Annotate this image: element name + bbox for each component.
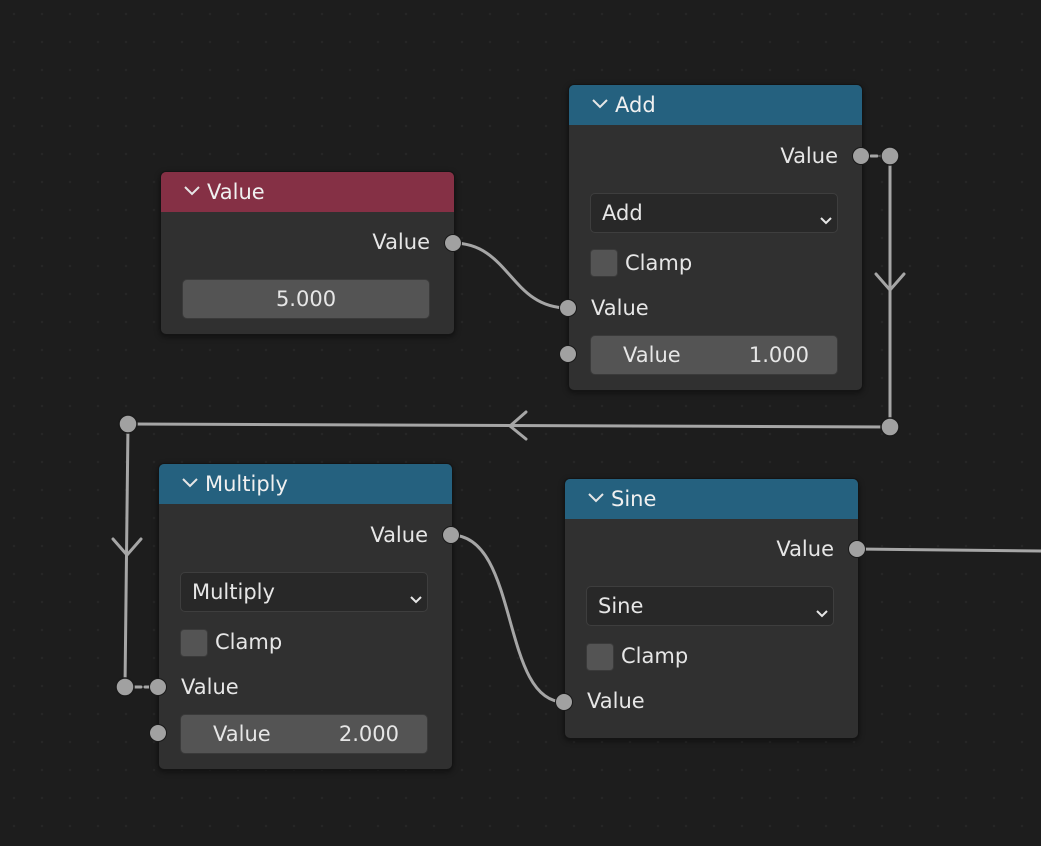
add-input2-socket[interactable]	[559, 345, 577, 363]
multiply-input2-socket[interactable]	[149, 724, 167, 742]
sine-input1-socket[interactable]	[555, 693, 573, 711]
value-output-socket[interactable]	[444, 234, 462, 252]
reroute-dot-icon	[880, 146, 900, 166]
output-label: Value	[370, 523, 428, 547]
node-title: Value	[207, 180, 265, 204]
value-input-field[interactable]: Value 2.000	[180, 714, 428, 754]
value-field[interactable]: 5.000	[182, 279, 430, 319]
operation-select-text: Multiply	[192, 580, 275, 604]
clamp-label: Clamp	[621, 644, 689, 668]
node-header[interactable]: Sine	[565, 479, 858, 519]
chevron-down-icon	[409, 586, 422, 604]
value-input-field[interactable]: Value 1.000	[590, 335, 838, 375]
operation-select[interactable]: Sine	[586, 586, 834, 626]
node-title: Sine	[611, 487, 657, 511]
sine-output-socket[interactable]	[848, 540, 866, 558]
operation-select-text: Sine	[598, 594, 644, 618]
add-input1-socket[interactable]	[559, 299, 577, 317]
link-multiply-to-sine	[449, 533, 566, 704]
link-value-to-add	[451, 241, 570, 310]
input-label: Value	[591, 296, 649, 320]
node-header[interactable]: Add	[569, 85, 862, 125]
link-sine-output	[855, 547, 1041, 553]
operation-select[interactable]: Add	[590, 193, 838, 233]
value-field-text: 5.000	[275, 287, 337, 311]
chevron-down-icon	[819, 207, 832, 225]
operation-select-text: Add	[602, 201, 643, 225]
field-value: 1.000	[748, 343, 809, 367]
value-node[interactable]: Value Value 5.000	[160, 171, 455, 335]
field-label: Value	[623, 343, 681, 367]
chevron-down-icon[interactable]	[591, 98, 608, 110]
add-output-socket[interactable]	[852, 147, 870, 165]
clamp-checkbox[interactable]	[586, 643, 614, 671]
output-label: Value	[780, 144, 838, 168]
node-header[interactable]: Multiply	[159, 464, 452, 504]
chevron-down-icon[interactable]	[183, 185, 200, 197]
chevron-down-icon[interactable]	[587, 492, 604, 504]
arrow-down-icon	[111, 537, 143, 557]
add-node[interactable]: Add Value Add Clamp Value Value 1.000	[568, 84, 863, 391]
reroute-dot-icon	[115, 677, 135, 697]
multiply-input1-socket[interactable]	[149, 678, 167, 696]
arrow-down-icon	[874, 272, 906, 292]
clamp-checkbox[interactable]	[180, 629, 208, 657]
node-header[interactable]: Value	[161, 172, 454, 212]
reroute-dot-icon	[118, 414, 138, 434]
input-label: Value	[181, 675, 239, 699]
operation-select[interactable]: Multiply	[180, 572, 428, 612]
clamp-checkbox[interactable]	[590, 249, 618, 277]
output-label: Value	[372, 230, 430, 254]
node-title: Add	[615, 93, 656, 117]
node-title: Multiply	[205, 472, 288, 496]
field-value: 2.000	[338, 722, 399, 746]
clamp-label: Clamp	[625, 251, 693, 275]
multiply-output-socket[interactable]	[442, 526, 460, 544]
reroute-dot-icon	[880, 417, 900, 437]
chevron-down-icon	[815, 600, 828, 618]
output-label: Value	[776, 537, 834, 561]
sine-node[interactable]: Sine Value Sine Clamp Value	[564, 478, 859, 739]
field-label: Value	[213, 722, 271, 746]
multiply-node[interactable]: Multiply Value Multiply Clamp Value Valu…	[158, 463, 453, 770]
clamp-label: Clamp	[215, 630, 283, 654]
input-label: Value	[587, 689, 645, 713]
arrow-left-icon	[508, 410, 528, 441]
chevron-down-icon[interactable]	[181, 477, 198, 489]
